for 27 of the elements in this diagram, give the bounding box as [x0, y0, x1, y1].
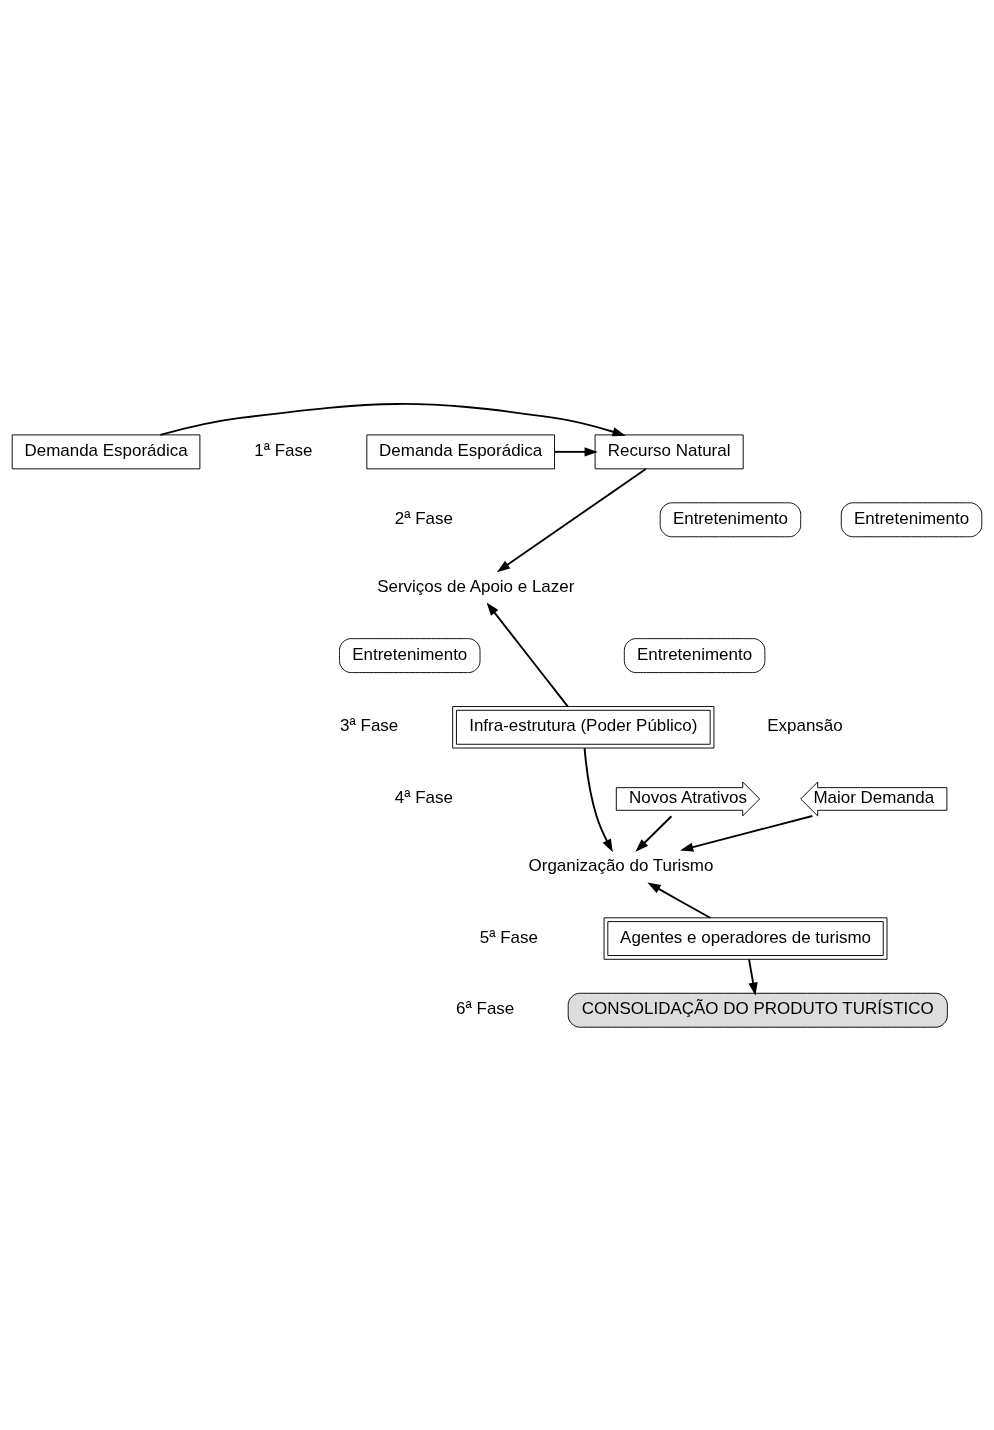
- node-box: Entretenimento: [339, 637, 481, 673]
- arrow: [583, 746, 613, 852]
- node-box: Recurso Natural: [594, 433, 744, 469]
- arrow: [748, 957, 758, 996]
- arrow: [159, 402, 626, 436]
- node-box: CONSOLIDAÇÃO DO PRODUTO TURÍSTICO: [567, 992, 948, 1028]
- label: 4ª Fase: [394, 787, 453, 807]
- label: 6ª Fase: [456, 998, 515, 1018]
- node-box: Entretenimento: [840, 501, 983, 537]
- label: Expansão: [767, 715, 843, 735]
- label: 1ª Fase: [254, 440, 313, 460]
- label: 2ª Fase: [394, 508, 453, 528]
- arrow: [553, 446, 598, 456]
- label: 5ª Fase: [479, 927, 538, 947]
- arrow: [496, 467, 647, 572]
- node-box: Agentes e operadores de turismo: [603, 916, 888, 960]
- node-box: Demanda Esporádica: [11, 433, 201, 469]
- node-text: Serviços de Apoio e Lazer: [377, 576, 575, 596]
- arrow: [635, 814, 673, 852]
- node-box: Demanda Esporádica: [366, 433, 555, 469]
- label: 3ª Fase: [340, 715, 399, 735]
- node-text: Organização do Turismo: [528, 855, 714, 875]
- arrow: [486, 601, 569, 707]
- arrow: [680, 814, 814, 852]
- arrow: [647, 882, 712, 919]
- node-box: Entretenimento: [623, 637, 766, 673]
- node-box: Entretenimento: [659, 501, 802, 537]
